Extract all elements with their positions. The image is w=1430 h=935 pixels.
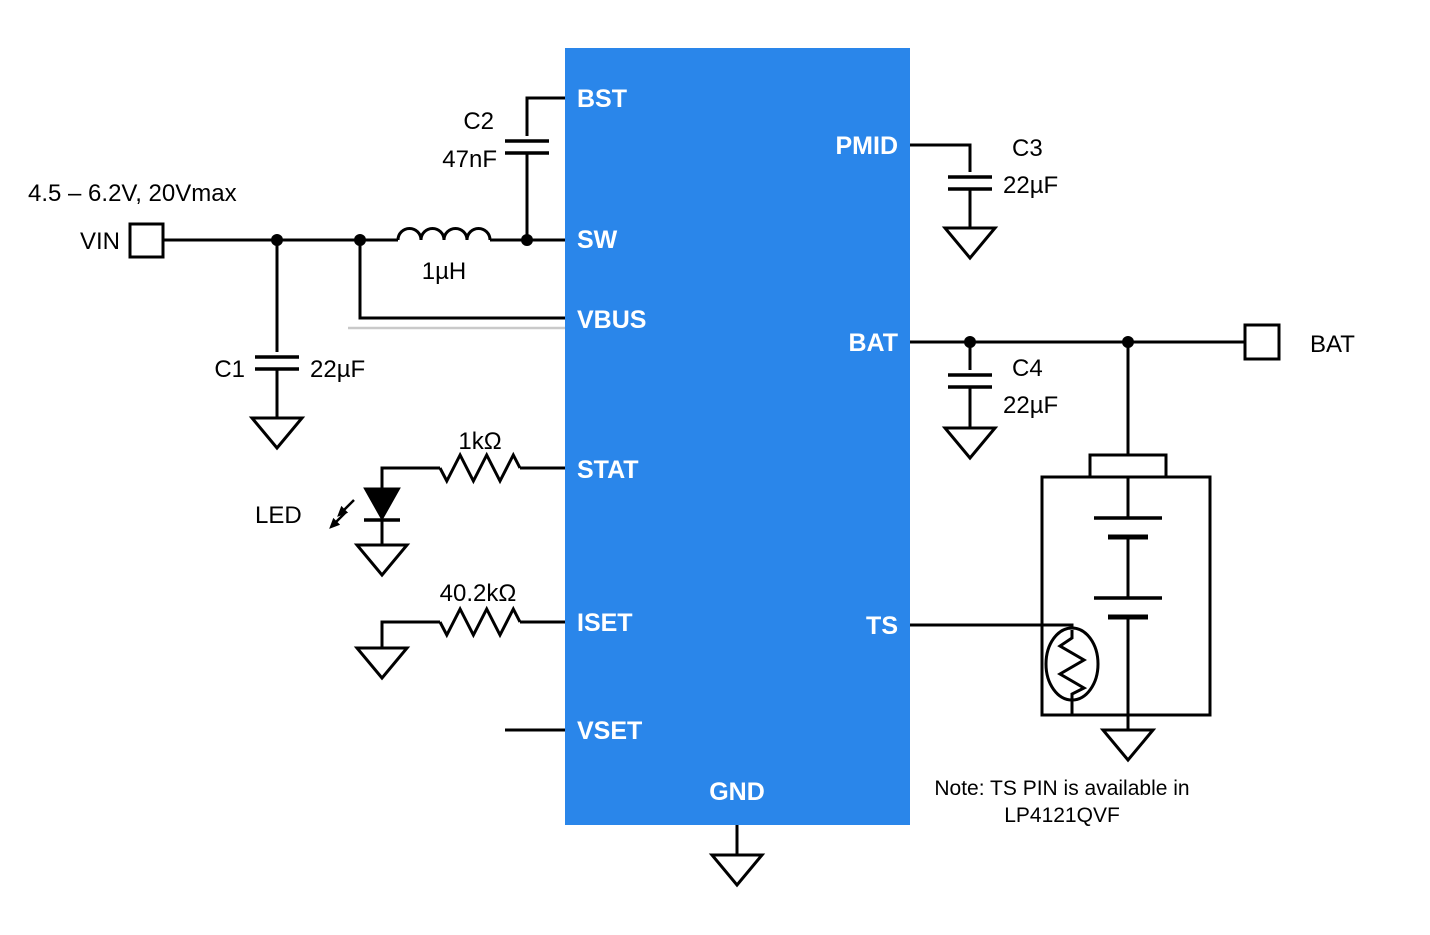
ic-body <box>565 48 910 825</box>
resistor-iset-value: 40.2kΩ <box>440 580 517 607</box>
ground-symbol-iset <box>353 646 411 681</box>
thermistor-zigzag <box>1057 630 1088 699</box>
inductor-value: 1µH <box>422 258 467 285</box>
c3-ref: C3 <box>1012 135 1043 162</box>
led-label: LED <box>255 502 302 529</box>
wire-bst <box>525 96 565 136</box>
pin-label-stat: STAT <box>577 456 639 484</box>
ground-symbol-led <box>353 543 411 578</box>
vin-terminal-square <box>128 222 165 259</box>
bootstrap-section: C2 47nF <box>442 96 565 246</box>
ic: BST SW VBUS STAT ISET VSET GND PMID BAT … <box>565 48 910 825</box>
bat-terminal-square <box>1243 323 1281 361</box>
stat-led-section: 1kΩ LED <box>255 428 565 578</box>
resistor-stat-symbol <box>438 451 522 485</box>
wire-stat-to-led <box>380 466 440 488</box>
ground-symbol-c3 <box>941 226 999 261</box>
ground-symbol-ic <box>708 853 766 888</box>
note: Note: TS PIN is available in LP4121QVF <box>934 777 1189 827</box>
input-range-annotation: 4.5 – 6.2V, 20Vmax <box>28 180 237 207</box>
pin-label-gnd: GND <box>709 778 765 806</box>
c3-value: 22µF <box>1003 172 1058 199</box>
c4-ref: C4 <box>1012 355 1043 382</box>
resistor-iset-symbol <box>438 605 522 639</box>
pin-label-bat: BAT <box>848 329 898 357</box>
pin-label-vset: VSET <box>577 717 642 745</box>
wire-ts <box>910 623 1074 630</box>
pin-label-vbus: VBUS <box>577 306 646 334</box>
pin-label-iset: ISET <box>577 609 633 637</box>
led-symbol <box>363 487 401 522</box>
pmid-section: C3 22µF <box>910 135 1058 261</box>
pin-label-sw: SW <box>577 226 618 254</box>
led-arrowhead-2 <box>329 517 341 529</box>
wire-pmid <box>910 143 972 172</box>
pin-label-ts: TS <box>866 612 898 640</box>
bat-section: BAT C4 22µF <box>910 323 1355 461</box>
note-line-2: LP4121QVF <box>1004 804 1120 827</box>
pin-label-bst: BST <box>577 85 627 113</box>
c1-ref: C1 <box>214 356 245 383</box>
c2-ref: C2 <box>463 108 494 135</box>
battery-pack <box>910 336 1212 763</box>
note-line-1: Note: TS PIN is available in <box>934 777 1189 800</box>
wire-iset-to-ground <box>380 620 440 648</box>
resistor-stat-value: 1kΩ <box>458 428 501 455</box>
gnd-section <box>708 825 766 888</box>
wire-vbus <box>358 240 565 320</box>
battery-pack-outline <box>1040 475 1212 717</box>
ground-symbol-c4 <box>941 426 999 461</box>
iset-section: 40.2kΩ <box>353 580 565 681</box>
c2-value: 47nF <box>442 146 497 173</box>
pin-label-pmid: PMID <box>836 132 899 160</box>
inductor-symbol <box>396 227 492 241</box>
vin-terminal-label: VIN <box>80 228 120 255</box>
ground-symbol-c1 <box>248 416 306 451</box>
battery-terminal-tab <box>1088 453 1168 479</box>
bat-terminal-label: BAT <box>1310 331 1355 358</box>
input-section: 4.5 – 6.2V, 20Vmax VIN 1µH C1 22µF <box>28 180 565 451</box>
junction-dot-sw <box>521 234 533 246</box>
c1-value: 22µF <box>310 356 365 383</box>
c4-value: 22µF <box>1003 392 1058 419</box>
ground-symbol-battery <box>1099 728 1157 763</box>
